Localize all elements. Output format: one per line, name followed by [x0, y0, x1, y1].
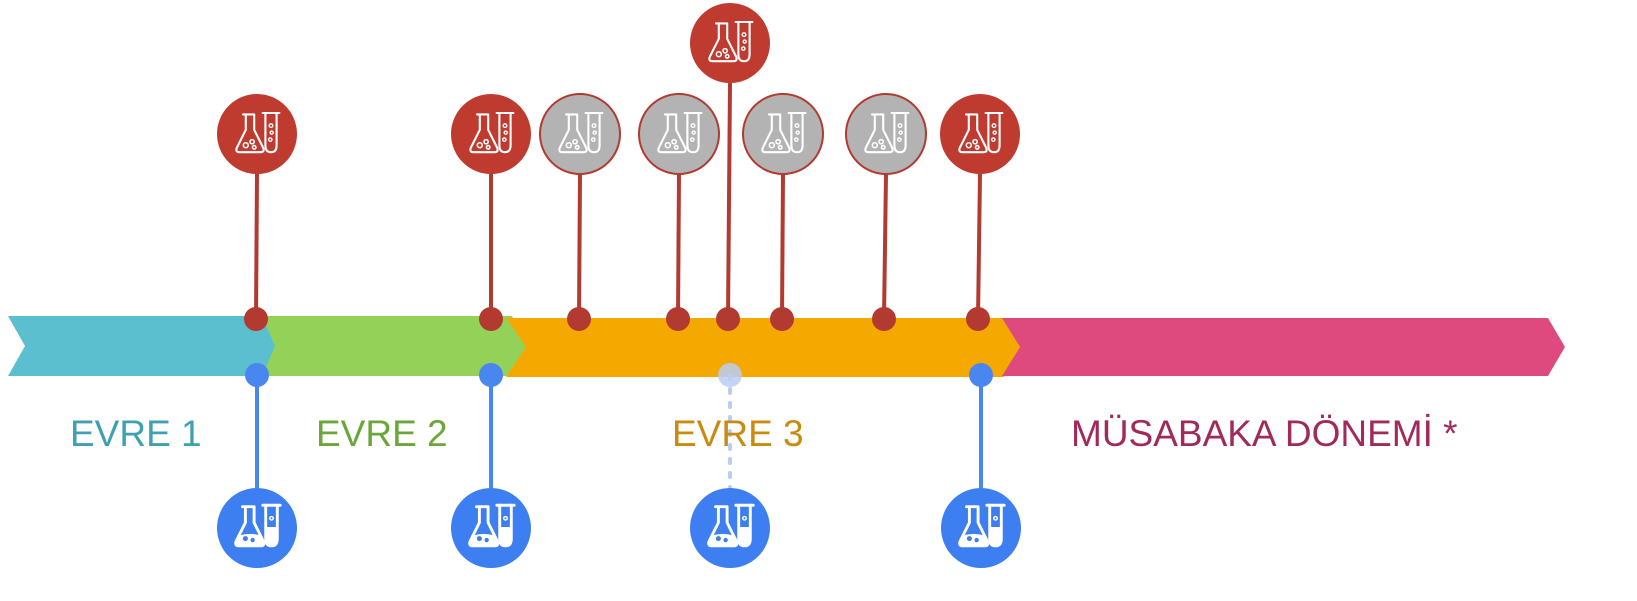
top-marker-7: [845, 93, 927, 331]
top-marker-5: [690, 3, 770, 331]
bottom-marker-dot: [718, 363, 742, 387]
top-marker-6: [742, 93, 824, 331]
bottom-marker-3: [690, 363, 770, 568]
top-marker-dot: [666, 307, 690, 331]
bottom-marker-2: [451, 363, 531, 568]
bottom-marker-dot: [245, 363, 269, 387]
top-marker-dot: [716, 307, 740, 331]
top-marker-2: [451, 94, 531, 331]
top-marker-dot: [872, 307, 896, 331]
top-marker-dot: [244, 307, 268, 331]
bottom-marker-dot: [479, 363, 503, 387]
bottom-markers: [217, 363, 1021, 568]
top-marker-stem: [577, 173, 582, 320]
phase-label-3: EVRE 3: [672, 413, 804, 454]
top-marker-dot: [966, 307, 990, 331]
top-marker-3: [539, 93, 621, 331]
phase-label-1: EVRE 1: [70, 413, 202, 454]
top-marker-stem: [676, 173, 681, 320]
bottom-marker-dot: [969, 363, 993, 387]
phase-band-2: [262, 316, 528, 376]
top-marker-stem: [254, 173, 259, 320]
top-marker-stem: [976, 173, 982, 320]
top-markers: [217, 3, 1020, 331]
top-marker-1: [217, 94, 297, 331]
top-marker-dot: [479, 307, 503, 331]
top-marker-dot: [567, 307, 591, 331]
top-marker-stem: [780, 173, 785, 320]
top-marker-stem: [726, 82, 732, 320]
phase-bands: [8, 316, 1565, 377]
phase-band-3: [506, 318, 1020, 377]
bottom-marker-4: [941, 363, 1021, 568]
top-marker-4: [638, 93, 720, 331]
phase-label-4: MÜSABAKA DÖNEMİ *: [1071, 413, 1458, 454]
top-marker-stem: [882, 173, 888, 320]
phase-band-1: [8, 316, 276, 376]
phase-label-2: EVRE 2: [316, 413, 448, 454]
top-marker-8: [940, 94, 1020, 331]
bottom-marker-1: [217, 363, 297, 568]
top-marker-dot: [770, 307, 794, 331]
phase-band-4: [1002, 318, 1565, 376]
